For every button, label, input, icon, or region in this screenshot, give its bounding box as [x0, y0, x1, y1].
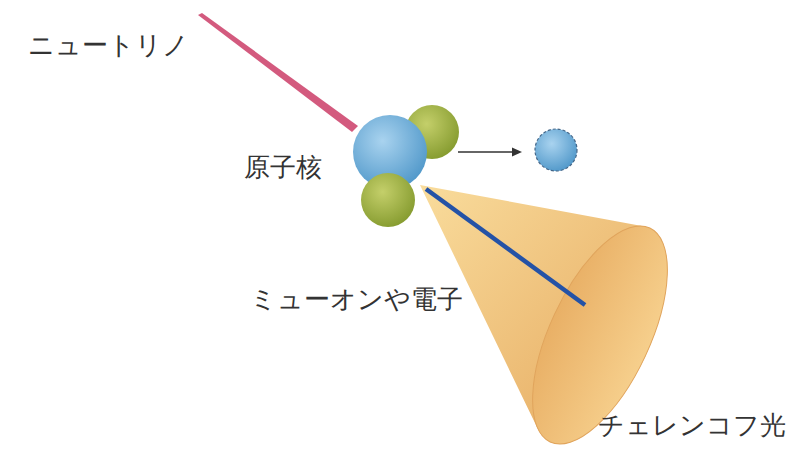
label: チェレンコフ光: [598, 410, 786, 441]
label: ニュートリノ: [28, 30, 189, 61]
label: 原子核: [244, 152, 322, 183]
nucleon: [361, 173, 415, 227]
label: ミューオンや電子: [250, 284, 463, 315]
arrow-head: [512, 148, 522, 157]
recoil-arrow: [458, 151, 514, 153]
neutrino-track: [198, 13, 358, 132]
ejected-nucleon: [535, 129, 577, 171]
